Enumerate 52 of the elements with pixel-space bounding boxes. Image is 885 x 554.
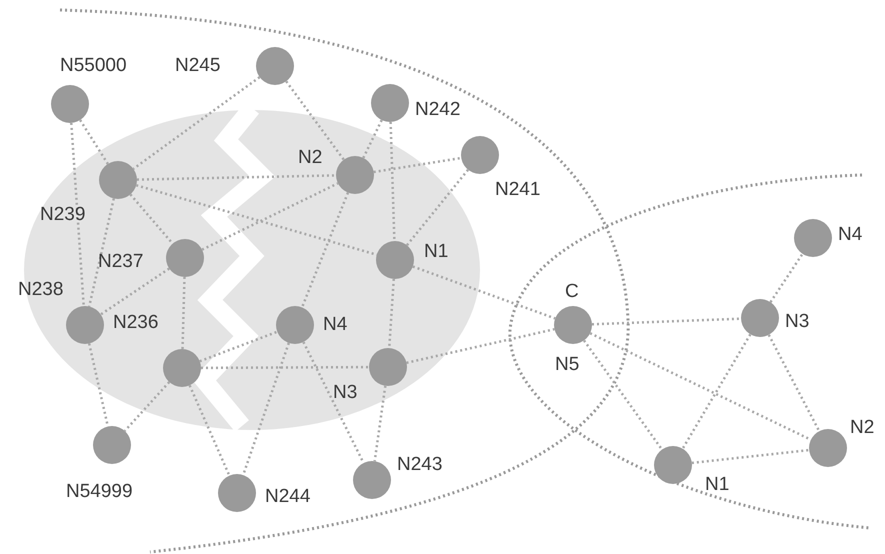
node-label: N4 bbox=[838, 224, 862, 246]
dotted-link bbox=[692, 448, 810, 464]
dotted-link bbox=[769, 253, 804, 303]
dotted-link bbox=[300, 192, 350, 308]
dotted-link bbox=[201, 366, 369, 370]
dotted-link bbox=[406, 328, 555, 364]
node-label: N4 bbox=[323, 314, 348, 336]
dotted-link bbox=[199, 330, 278, 362]
dotted-link bbox=[188, 384, 230, 476]
dotted-link bbox=[88, 198, 115, 307]
dotted-link bbox=[373, 386, 387, 462]
node-label: N54999 bbox=[66, 481, 133, 503]
node-label: N2 bbox=[850, 417, 874, 439]
node-label: N241 bbox=[495, 179, 540, 201]
node-label: N1 bbox=[705, 474, 730, 496]
node-label: N236 bbox=[113, 312, 158, 334]
node-label: N239 bbox=[40, 204, 86, 226]
node-label: N1 bbox=[424, 241, 448, 263]
dotted-link bbox=[181, 276, 186, 350]
dotted-link bbox=[285, 80, 345, 160]
dotted-link bbox=[202, 182, 338, 251]
node-label: C bbox=[565, 281, 579, 303]
dotted-link bbox=[242, 342, 290, 476]
node-label: N5 bbox=[555, 354, 580, 376]
dotted-link bbox=[124, 381, 170, 432]
node-label: N245 bbox=[175, 55, 220, 77]
dotted-link bbox=[592, 317, 742, 326]
node-label: N244 bbox=[265, 486, 310, 508]
node-label: N3 bbox=[333, 382, 358, 404]
dotted-link bbox=[129, 194, 174, 244]
dotted-link bbox=[100, 268, 170, 316]
dotted-link bbox=[412, 265, 556, 320]
dotted-link bbox=[590, 332, 812, 441]
dotted-link bbox=[132, 76, 260, 170]
dotted-link bbox=[388, 278, 395, 348]
dotted-link bbox=[374, 156, 462, 174]
node-label: N3 bbox=[785, 311, 810, 333]
node-label: N237 bbox=[98, 251, 144, 273]
dotted-link bbox=[362, 120, 383, 158]
dotted-link bbox=[406, 168, 470, 246]
dotted-link bbox=[682, 334, 752, 450]
node-label: N238 bbox=[18, 279, 64, 301]
dotted-link bbox=[389, 122, 396, 242]
dotted-link bbox=[583, 340, 663, 450]
node-label: N243 bbox=[397, 454, 442, 476]
node-label: N242 bbox=[415, 99, 460, 121]
dotted-link bbox=[79, 119, 109, 165]
node-label: N2 bbox=[298, 147, 322, 169]
dotted-link bbox=[70, 122, 85, 306]
dotted-link bbox=[768, 334, 820, 432]
node-label: N55000 bbox=[60, 55, 127, 77]
dotted-link bbox=[136, 174, 336, 181]
